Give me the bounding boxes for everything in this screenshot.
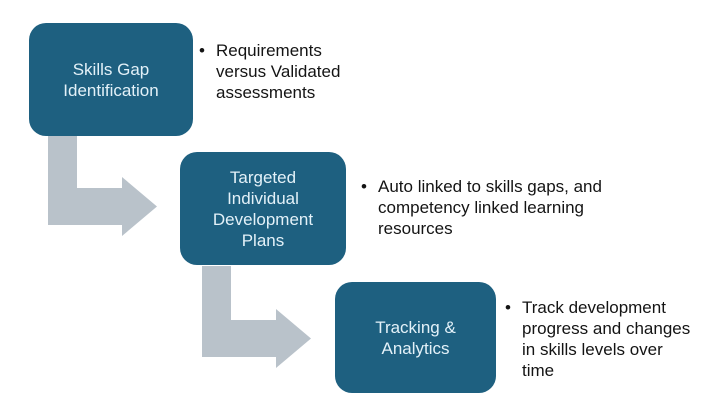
step-box-targeted-development-plans: Targeted Individual Development Plans xyxy=(180,152,346,265)
step-title: Skills Gap Identification xyxy=(63,59,159,100)
bullet-text: Track development progress and changes i… xyxy=(522,298,691,380)
step-annotation-tracking-analytics: • Track development progress and changes… xyxy=(505,297,690,381)
bullet-text: Auto linked to skills gaps, and competen… xyxy=(378,177,602,238)
bullet-icon: • xyxy=(361,177,367,196)
step-title: Targeted Individual Development Plans xyxy=(212,167,314,250)
step-annotation-development-plans: • Auto linked to skills gaps, and compet… xyxy=(361,176,602,239)
elbow-arrow-down-right-icon-2 xyxy=(202,266,311,368)
step-title: Tracking & Analytics xyxy=(375,317,456,358)
bullet-text: Requirements versus Validated assessment… xyxy=(216,41,341,102)
bullet-icon: • xyxy=(199,41,205,60)
elbow-arrow-down-right-icon-1 xyxy=(48,134,157,236)
bullet-icon: • xyxy=(505,298,511,317)
step-box-skills-gap-identification: Skills Gap Identification xyxy=(29,23,193,136)
step-box-tracking-analytics: Tracking & Analytics xyxy=(335,282,496,393)
step-annotation-skills-gap: • Requirements versus Validated assessme… xyxy=(199,40,340,103)
